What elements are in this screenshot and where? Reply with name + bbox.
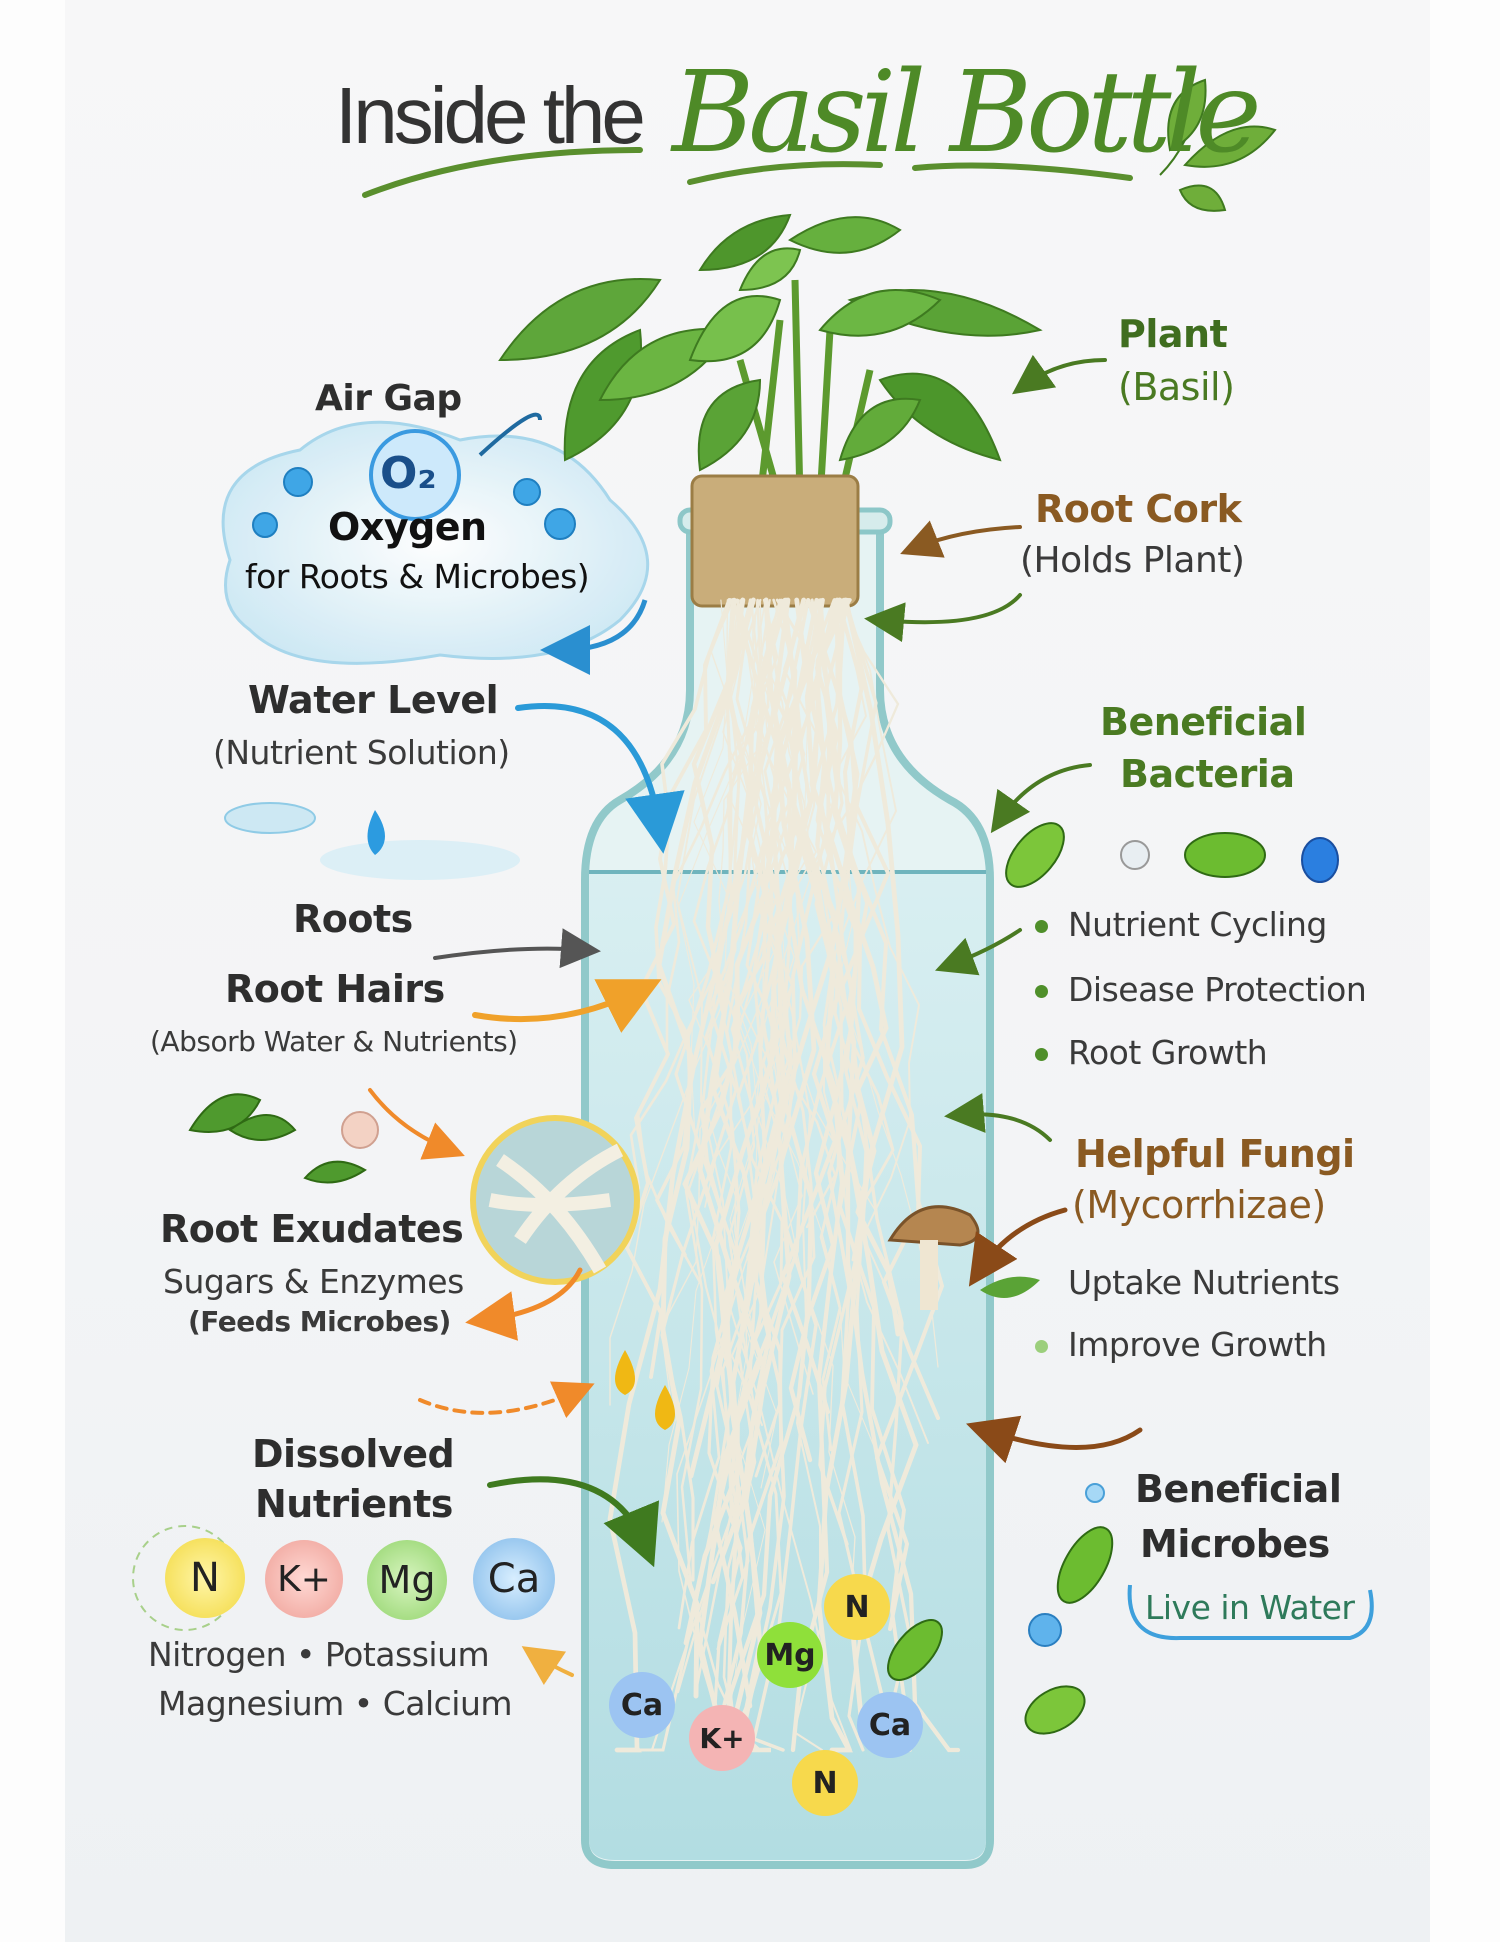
title-script: Basil Bottle [672, 48, 1262, 178]
nutrients-label-2: Nutrients [255, 1482, 453, 1526]
air-cloud [221, 420, 650, 665]
o2-text: O₂ [380, 448, 437, 499]
oxygen-sublabel: for Roots & Microbes) [245, 557, 590, 596]
root-hairs-sublabel: (Absorb Water & Nutrients) [150, 1025, 518, 1058]
plant-label: Plant [1118, 312, 1228, 356]
root-cork-label: Root Cork [1035, 487, 1242, 531]
bacteria-item: Nutrient Cycling [1035, 905, 1327, 944]
water-level-label: Water Level [248, 678, 499, 722]
root-strand [836, 598, 945, 1631]
root-hairs-label: Root Hairs [225, 967, 445, 1011]
title-prefix: Inside the [335, 71, 646, 160]
root-strand [734, 599, 817, 1358]
bottle-ion-ca: Ca [609, 1672, 675, 1738]
title-underline [362, 147, 1133, 198]
ion-ca: Ca [473, 1538, 555, 1620]
fungi-label: Helpful Fungi [1075, 1132, 1355, 1176]
root-strand [660, 598, 822, 1582]
root-strand [608, 598, 786, 1244]
root-strand [677, 598, 796, 1630]
root-strand [688, 599, 770, 1201]
roots-label: Roots [293, 897, 413, 941]
root-strand [721, 598, 806, 1525]
oxygen-bubbles [252, 467, 576, 540]
root-strand [656, 597, 756, 1699]
bottle-ion-k: K+ [689, 1705, 755, 1771]
o2-bubble [369, 429, 461, 521]
bottle-ion-n: N [824, 1574, 890, 1640]
bacteria-icons [887, 822, 1339, 1735]
oxygen-label: Oxygen [328, 505, 487, 549]
plant-sublabel: (Basil) [1118, 365, 1235, 409]
basil-plant [498, 213, 1043, 501]
root-cork [690, 474, 860, 608]
root-strand [693, 598, 763, 1698]
root-strand [783, 598, 900, 1229]
bottle-ion-ca: Ca [857, 1692, 923, 1758]
air-gap-label: Air Gap [315, 378, 462, 419]
bottle-ion-n: N [792, 1750, 858, 1816]
microbes-label-1: Beneficial [1135, 1467, 1342, 1511]
live-in-water-pill [1127, 1584, 1374, 1641]
nutrient-names-2: Magnesium • Calcium [158, 1684, 513, 1723]
root-strand [735, 598, 801, 1347]
root-strand [806, 598, 940, 1420]
root-strand [607, 597, 791, 1753]
root-strand [780, 597, 865, 1415]
root-cork-sublabel: (Holds Plant) [1020, 540, 1245, 581]
root-strand [693, 599, 778, 1489]
root-strand [774, 598, 868, 1546]
root-strand [752, 599, 823, 1751]
roots [607, 597, 961, 1753]
root-strand [816, 597, 905, 1753]
bottle-ion-mg: Mg [757, 1622, 823, 1688]
root-strand [704, 599, 811, 1208]
bacteria-label-2: Bacteria [1120, 752, 1295, 796]
fungi-item: Improve Growth [1035, 1325, 1327, 1364]
root-strand [727, 597, 819, 1753]
microbes-sublabel: Live in Water [1145, 1588, 1355, 1627]
fungi-sublabel: (Mycorrhizae) [1072, 1183, 1326, 1227]
root-strand [609, 599, 763, 1406]
fungi-item: Uptake Nutrients [1068, 1263, 1340, 1302]
bacteria-label-1: Beneficial [1100, 700, 1307, 744]
water-level-sublabel: (Nutrient Solution) [213, 733, 510, 772]
root-exudates-sublabel: Sugars & Enzymes [163, 1262, 464, 1301]
root-strand [654, 598, 733, 1257]
ion-mg: Mg [367, 1540, 447, 1620]
ion-k: K+ [265, 1540, 343, 1618]
microbes-label-2: Microbes [1140, 1522, 1330, 1566]
root-strand [676, 599, 852, 1751]
title-leaves-icon [1159, 78, 1277, 212]
bacteria-item: Disease Protection [1035, 970, 1367, 1009]
root-strand [809, 597, 901, 1337]
bacteria-item: Root Growth [1035, 1033, 1268, 1072]
root-strand [794, 598, 912, 1752]
ion-n: N [165, 1538, 245, 1618]
nutrient-names-1: Nitrogen • Potassium [148, 1635, 490, 1674]
root-exudates-label: Root Exudates [160, 1207, 464, 1251]
root-exudates-sublabel-2: (Feeds Microbes) [188, 1305, 451, 1338]
leaf-icons [188, 1093, 379, 1184]
root-strand [833, 599, 920, 1295]
nutrients-label-1: Dissolved [252, 1432, 455, 1476]
